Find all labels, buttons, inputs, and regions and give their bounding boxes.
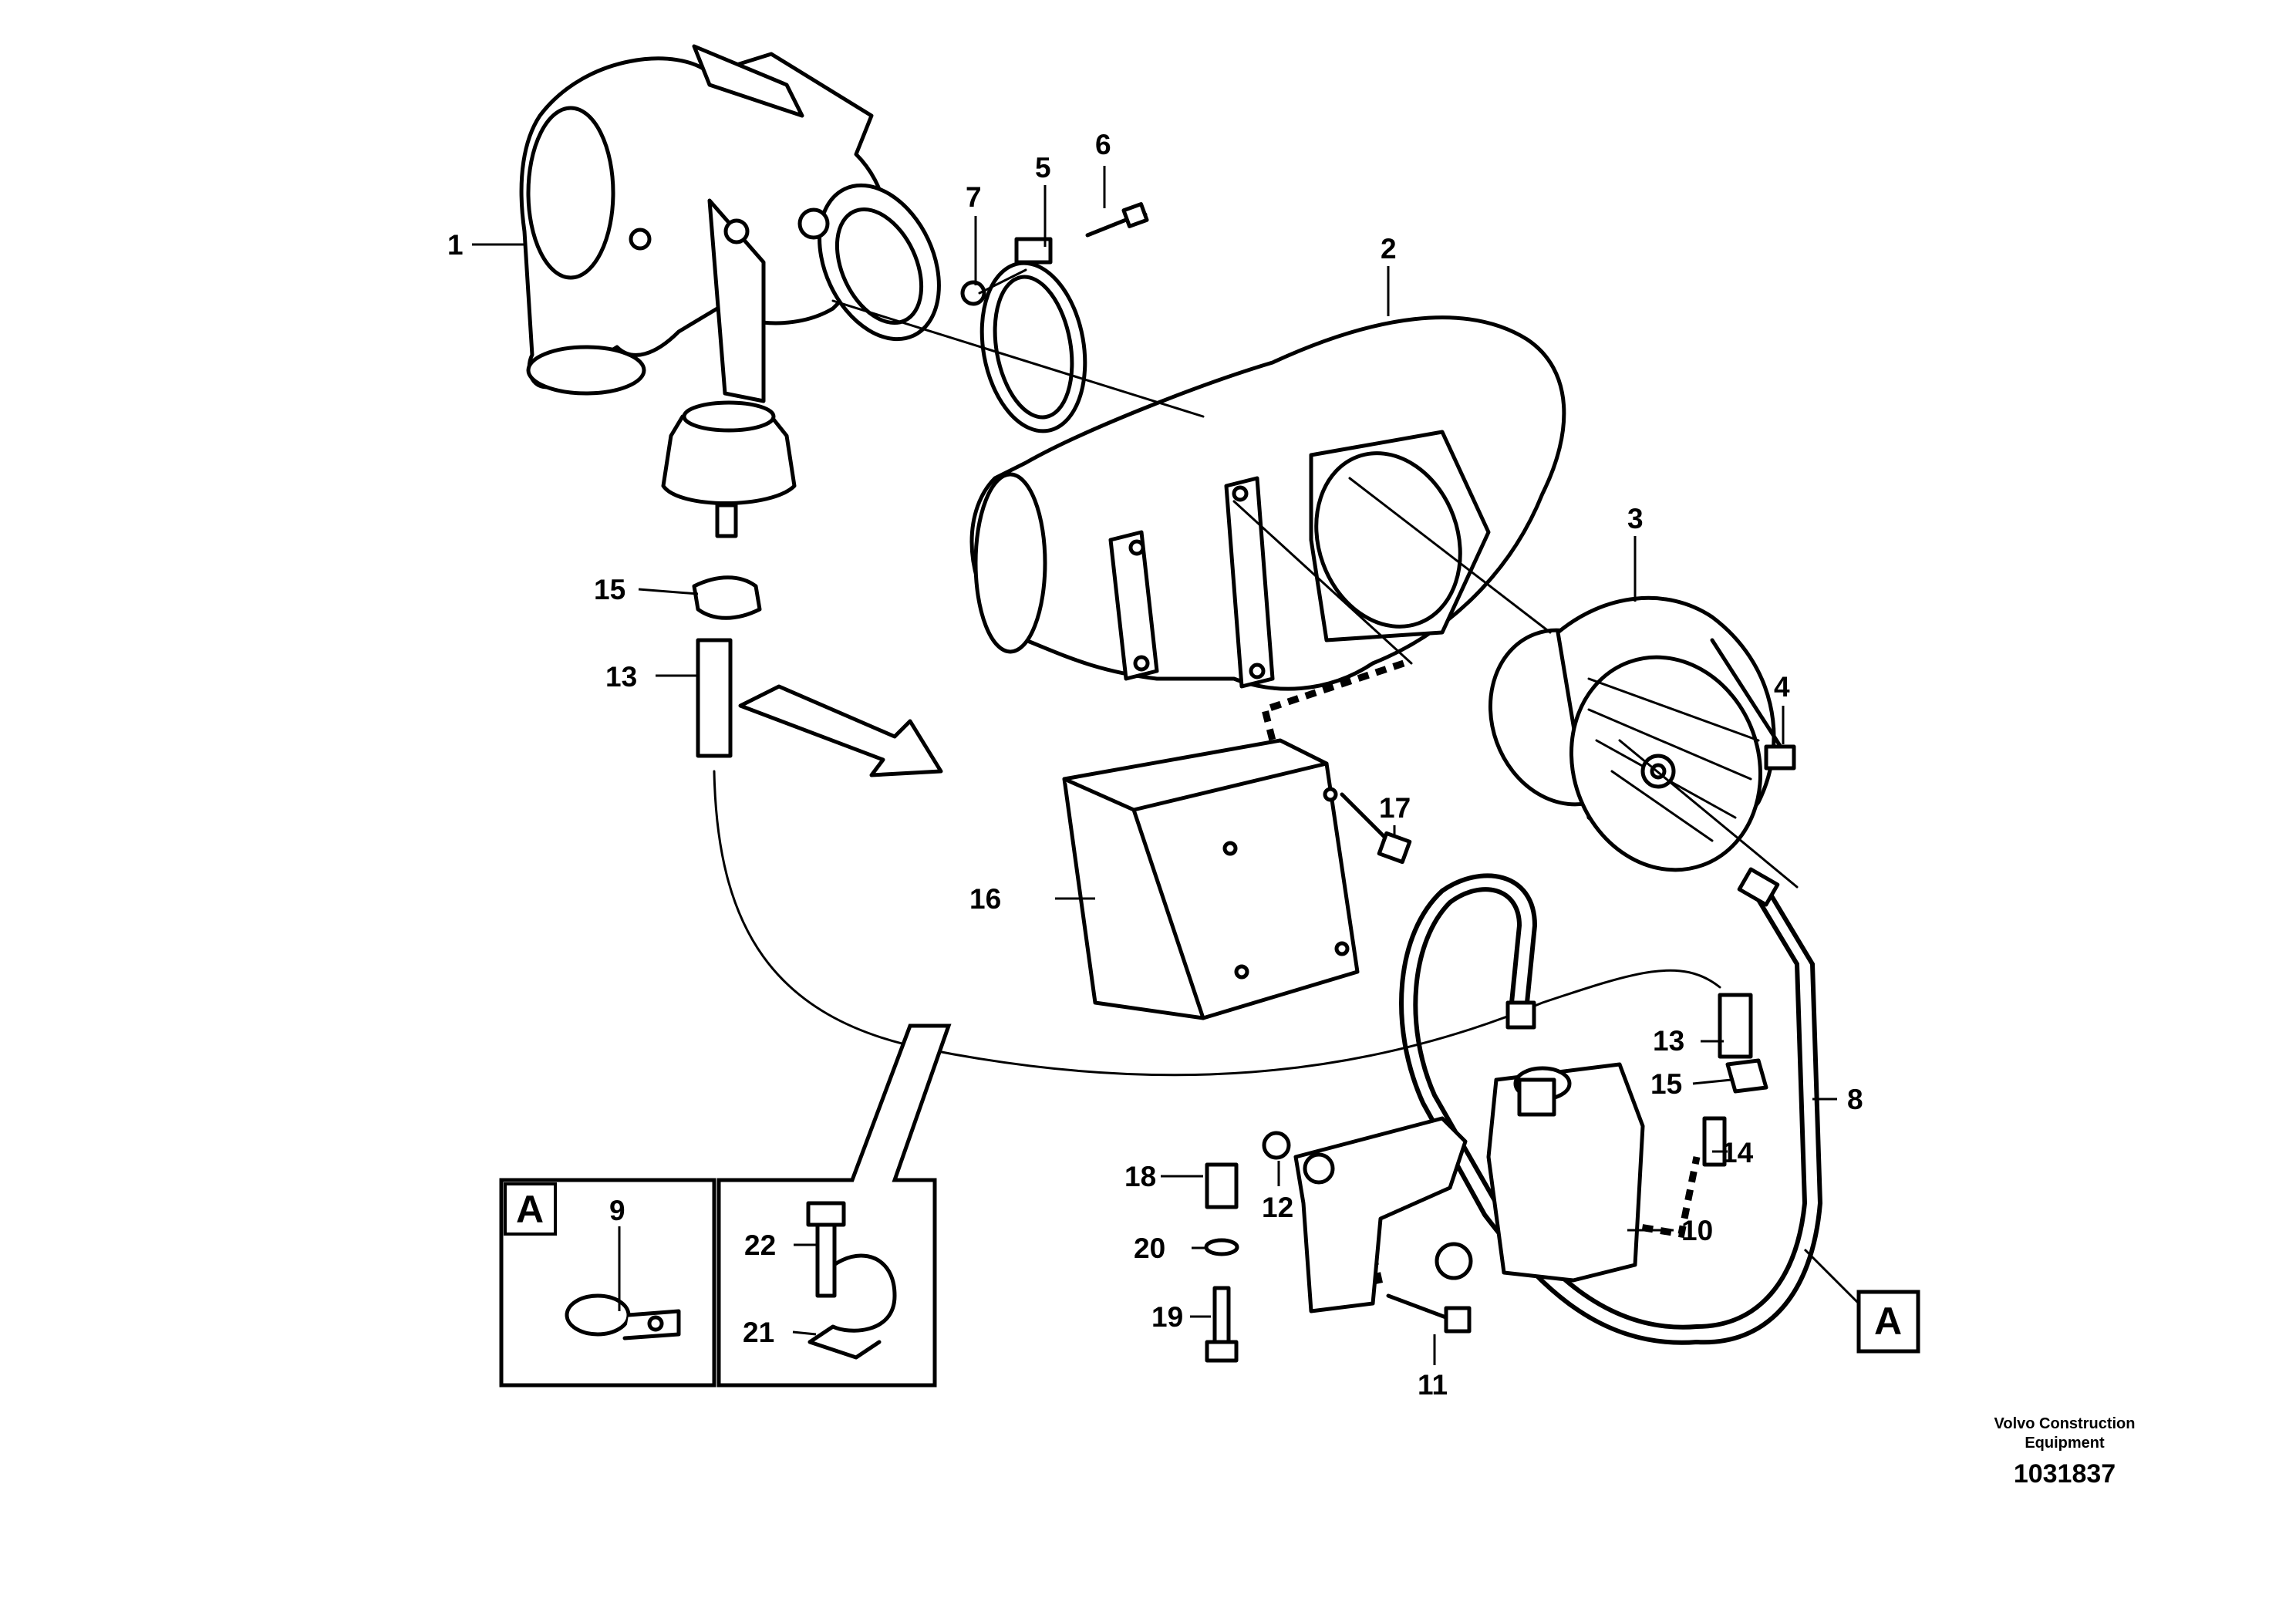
bolt-part-4 [1710, 638, 1796, 771]
dashed-leader-upper [1260, 659, 1405, 742]
callout-4: 4 [1774, 671, 1790, 703]
callout-10: 10 [1681, 1215, 1713, 1246]
washer-part-20 [1204, 1238, 1239, 1256]
callout-leaders [472, 166, 1837, 1365]
callout-6: 6 [1095, 129, 1111, 160]
detail-a-letter-left: A [516, 1188, 544, 1231]
callout-3: 3 [1627, 503, 1644, 534]
detail-a-reference-box: A [1803, 1248, 1920, 1354]
detail-box-right [716, 1023, 952, 1388]
callout-numbers: 1 2 3 4 5 6 7 8 9 10 11 12 13 13 14 15 1… [447, 129, 1863, 1401]
callout-20: 20 [1134, 1233, 1165, 1264]
callout-15-left: 15 [594, 574, 625, 605]
hose-clip-part-15-right [1725, 1058, 1768, 1094]
callout-13-right: 13 [1653, 1025, 1684, 1057]
callout-22: 22 [744, 1229, 776, 1261]
bolt-part-17 [1340, 792, 1412, 865]
callout-13-left: 13 [605, 661, 637, 693]
bolt-part-11 [1386, 1293, 1472, 1334]
detail-a-letter-right: A [1874, 1300, 1902, 1343]
detail-box-left: A [499, 1178, 716, 1388]
callout-2: 2 [1381, 233, 1397, 265]
hose-part-13-right [1718, 993, 1753, 1059]
callout-18: 18 [1124, 1161, 1156, 1192]
heat-shield-part-16 [1062, 738, 1360, 1020]
callout-15-right: 15 [1650, 1068, 1682, 1100]
callout-16: 16 [969, 883, 1001, 915]
callout-1: 1 [447, 229, 464, 261]
v-clamp-part-5 [979, 237, 1087, 433]
credit-line-2: Equipment [2025, 1435, 2105, 1452]
callout-19: 19 [1151, 1301, 1183, 1333]
bolt-part-19 [1205, 1286, 1239, 1363]
footer-credit: Volvo Construction Equipment 1031837 [1994, 1415, 2136, 1489]
bolt-part-22 [806, 1201, 846, 1298]
callout-14: 14 [1721, 1137, 1754, 1168]
nut-part-7 [960, 280, 986, 306]
bolt-part-6 [1085, 202, 1149, 238]
callout-5: 5 [1035, 152, 1051, 184]
direction-arrow [738, 684, 943, 777]
hose-part-13-left [696, 638, 1721, 1077]
callout-11: 11 [1418, 1369, 1448, 1401]
callout-17: 17 [1379, 792, 1411, 824]
dashed-leader-lower [1361, 1218, 1384, 1289]
turbocharger-part-1 [519, 44, 941, 538]
credit-line-1: Volvo Construction [1994, 1415, 2136, 1432]
callout-9: 9 [609, 1195, 625, 1226]
fitting-part-14 [1702, 1116, 1727, 1167]
callout-21: 21 [743, 1317, 774, 1348]
callout-8: 8 [1847, 1084, 1863, 1115]
clip-part-9 [565, 1293, 681, 1340]
hose-clip-part-15-left [692, 575, 762, 620]
exhaust-brake-part-3 [1488, 595, 1776, 872]
valve-part-10 [1293, 1062, 1645, 1313]
callout-12: 12 [1262, 1192, 1293, 1223]
document-number: 1031837 [2014, 1459, 2116, 1489]
callout-7: 7 [966, 181, 982, 213]
exhaust-elbow-part-2 [969, 315, 1566, 691]
alignment-lines [831, 268, 1799, 889]
washer-part-12 [1262, 1131, 1291, 1160]
spacer-part-18 [1205, 1162, 1239, 1209]
